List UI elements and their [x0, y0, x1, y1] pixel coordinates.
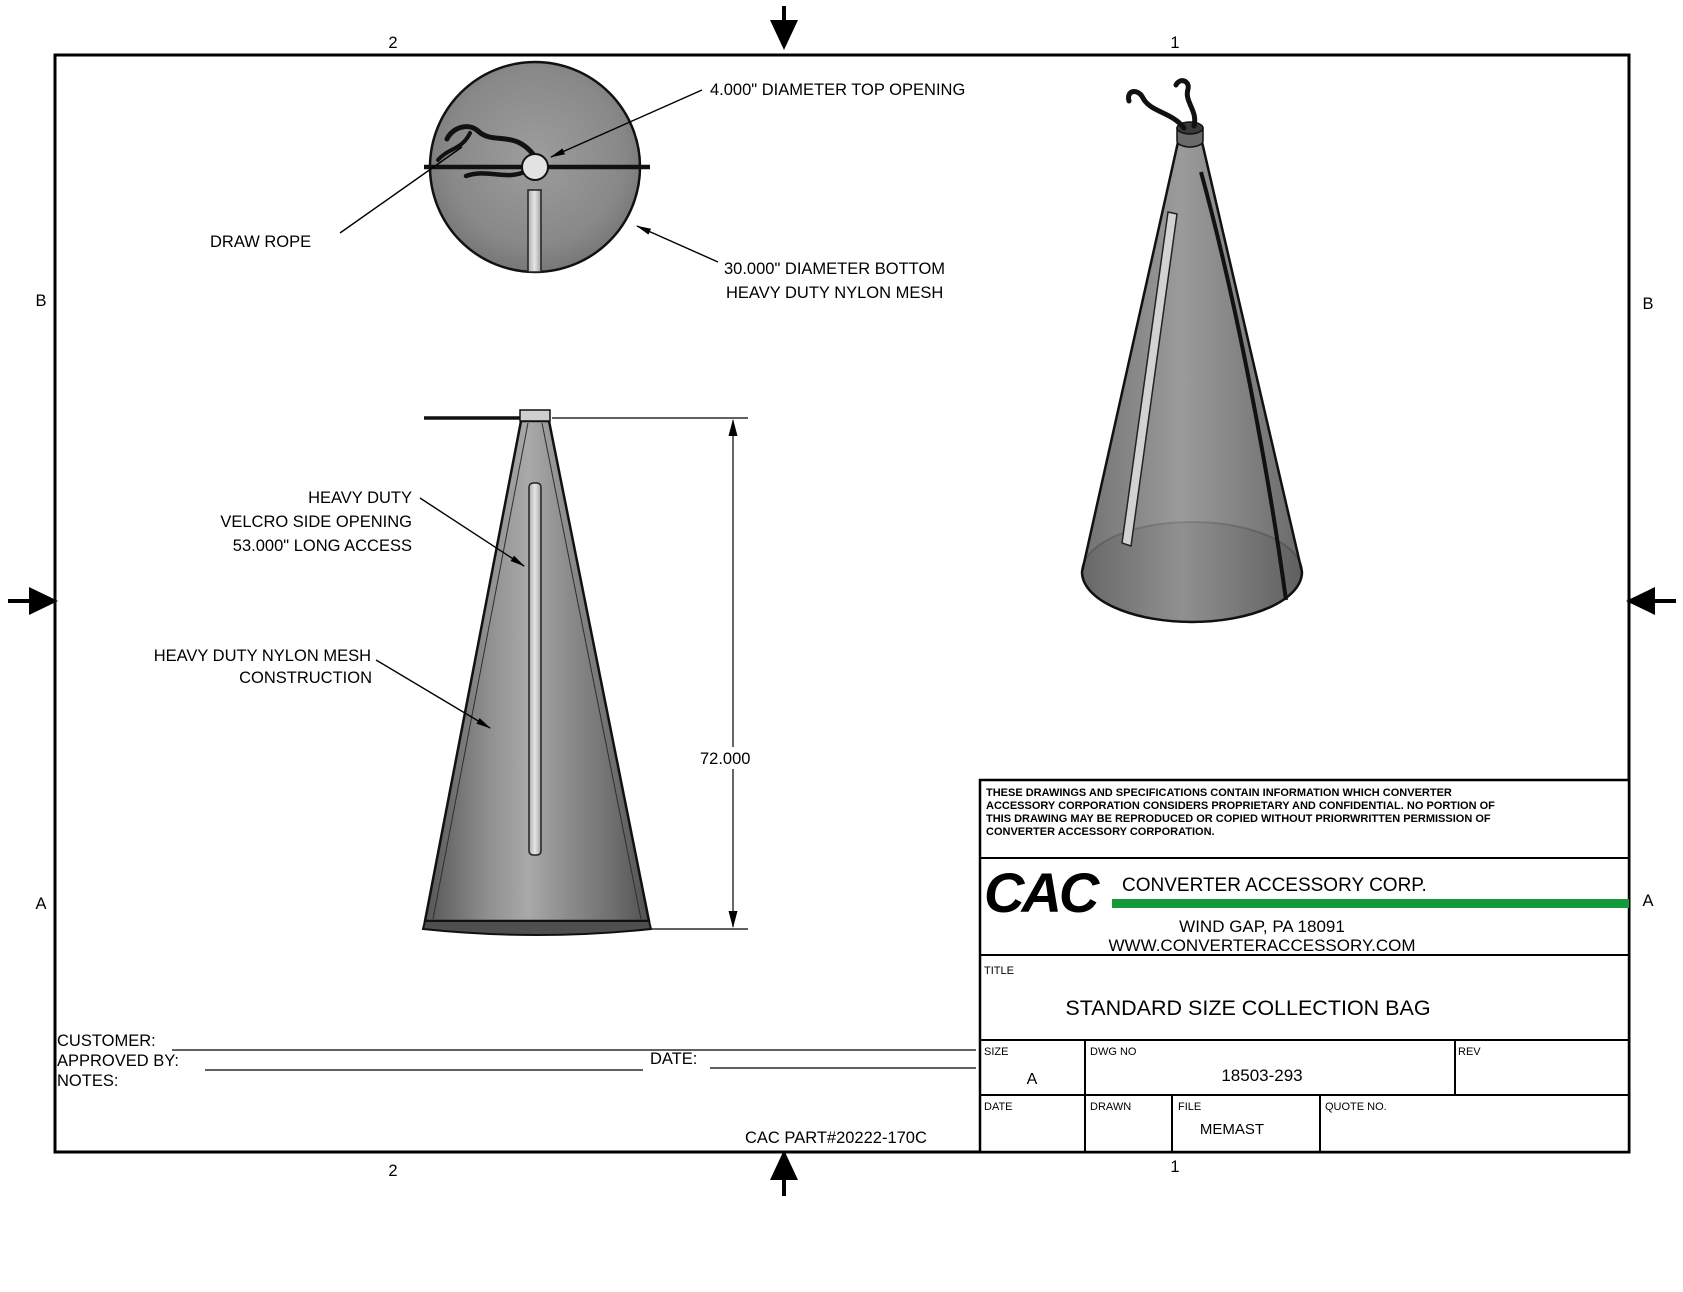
zone-left-b: B [35, 292, 46, 310]
label-top-opening: 4.000" DIAMETER TOP OPENING [710, 81, 965, 99]
proprietary-line-3: THIS DRAWING MAY BE REPRODUCED OR COPIED… [986, 813, 1491, 825]
file-value: MEMAST [1200, 1121, 1264, 1138]
top-view-slot [527, 189, 542, 273]
zone-bottom-1: 1 [1170, 1158, 1179, 1176]
label-velcro-1: HEAVY DUTY [308, 489, 412, 507]
zone-right-b: B [1642, 295, 1653, 313]
date-field-label: DATE: [650, 1050, 697, 1068]
iso-seam-line [1199, 171, 1288, 601]
signoff-area: CUSTOMER: APPROVED BY: DATE: NOTES: CAC … [57, 1032, 976, 1147]
label-velcro-2: VELCRO SIDE OPENING [220, 513, 412, 531]
cone-base-rim [421, 920, 653, 936]
center-mark-left [8, 587, 58, 615]
cone-left-seam [432, 422, 529, 920]
leader-mesh [375, 659, 491, 729]
file-label: FILE [1178, 1101, 1201, 1113]
dwg-no-value: 18503-293 [1221, 1066, 1302, 1085]
proprietary-line-1: THESE DRAWINGS AND SPECIFICATIONS CONTAI… [986, 787, 1452, 799]
label-bottom-mesh-2: HEAVY DUTY NYLON MESH [726, 284, 943, 302]
label-mesh-1: HEAVY DUTY NYLON MESH [154, 647, 371, 665]
zone-left-a: A [35, 895, 46, 913]
label-draw-rope: DRAW ROPE [210, 233, 311, 251]
isometric-view [1080, 78, 1304, 624]
title-block: THESE DRAWINGS AND SPECIFICATIONS CONTAI… [978, 778, 1631, 1154]
customer-label: CUSTOMER: [57, 1032, 156, 1050]
dim-height-text: 72.000 [700, 750, 750, 768]
proprietary-line-2: ACCESSORY CORPORATION CONSIDERS PROPRIET… [986, 800, 1495, 812]
cone-right-seam [541, 422, 642, 920]
logo-green-bar [1112, 899, 1629, 908]
drawn-label: DRAWN [1090, 1101, 1131, 1113]
approved-by-label: APPROVED BY: [57, 1052, 179, 1070]
center-mark-right [1626, 587, 1676, 615]
label-mesh-2: CONSTRUCTION [239, 669, 372, 687]
front-view: 72.000 HEAVY DUTY VELCRO SIDE OPENING 53… [154, 409, 763, 936]
dwg-no-label: DWG NO [1090, 1046, 1137, 1058]
date-label: DATE [984, 1101, 1013, 1113]
center-mark-top [770, 6, 798, 50]
cone-top-cap [519, 409, 551, 422]
title-label: TITLE [984, 965, 1014, 977]
iso-velcro-slot [1121, 211, 1178, 547]
quote-no-label: QUOTE NO. [1325, 1101, 1387, 1113]
height-dimension: 72.000 [552, 417, 763, 930]
zone-right-a: A [1642, 892, 1653, 910]
cac-logo: CAC [984, 861, 1101, 924]
iso-cone-body [1080, 139, 1304, 624]
title-block-frame [978, 778, 1631, 1154]
company-name: CONVERTER ACCESSORY CORP. [1122, 875, 1427, 896]
iso-draw-rope [1126, 78, 1198, 131]
leader-top-opening [550, 89, 703, 158]
top-view: 4.000" DIAMETER TOP OPENING DRAW ROPE 30… [210, 60, 965, 302]
part-number: CAC PART#20222-170C [745, 1129, 927, 1147]
leader-draw-rope [339, 146, 463, 234]
notes-label: NOTES: [57, 1072, 118, 1090]
leader-velcro [419, 497, 525, 567]
top-opening-circle [521, 153, 549, 181]
company-address: WIND GAP, PA 18091 [1179, 917, 1345, 936]
leader-bottom-mesh [636, 225, 719, 263]
proprietary-line-4: CONVERTER ACCESSORY CORPORATION. [986, 826, 1215, 838]
zone-top-1: 1 [1170, 34, 1179, 52]
company-website: WWW.CONVERTERACCESSORY.COM [1109, 936, 1416, 955]
label-velcro-3: 53.000" LONG ACCESS [233, 537, 412, 555]
size-label: SIZE [984, 1046, 1008, 1058]
label-bottom-mesh-1: 30.000" DIAMETER BOTTOM [724, 260, 945, 278]
sheet-border: 2 1 2 1 B A B A [8, 6, 1676, 1196]
proprietary-notice: THESE DRAWINGS AND SPECIFICATIONS CONTAI… [986, 787, 1495, 838]
zone-top-2: 2 [388, 34, 397, 52]
center-mark-bottom [770, 1150, 798, 1196]
border-rect [53, 53, 1631, 1154]
zone-bottom-2: 2 [388, 1162, 397, 1180]
drawing-title: STANDARD SIZE COLLECTION BAG [1065, 996, 1430, 1020]
velcro-slot [528, 482, 542, 856]
rev-label: REV [1458, 1046, 1481, 1058]
size-value: A [1027, 1071, 1038, 1088]
